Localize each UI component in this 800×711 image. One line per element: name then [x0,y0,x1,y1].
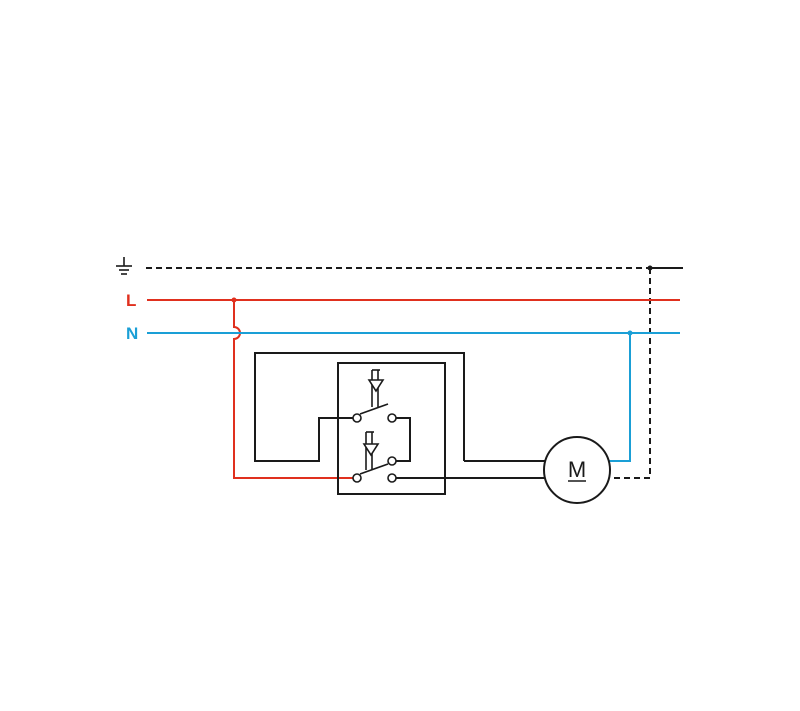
upper-arrow-icon [367,379,385,393]
lower-upper-terminal [387,456,397,466]
upper-switch [352,369,397,423]
neutral-drop-wire [609,333,631,462]
upper-right-terminal [387,413,397,423]
neutral-rail-label: N [126,324,138,343]
lower-left-terminal [352,473,362,483]
upper-left-terminal [352,413,362,423]
switch-wiring [254,352,545,479]
lower-blade [359,463,389,475]
switch-return-wire [392,417,411,462]
earth-rail [116,257,683,479]
motor-label: M [568,457,586,482]
neutral-rail: N [126,324,680,462]
lower-switch [352,431,397,483]
motor-circle [543,436,611,504]
motor-icon: M [543,436,611,504]
lower-right-terminal [387,473,397,483]
switch-housing [337,362,446,495]
upper-blade [359,403,389,415]
lower-arrow-icon [362,443,380,457]
line-rail-label: L [126,291,136,310]
double-pole-switch-icon [337,362,446,495]
loop-wire [254,352,465,462]
ground-symbol-icon [116,257,132,275]
